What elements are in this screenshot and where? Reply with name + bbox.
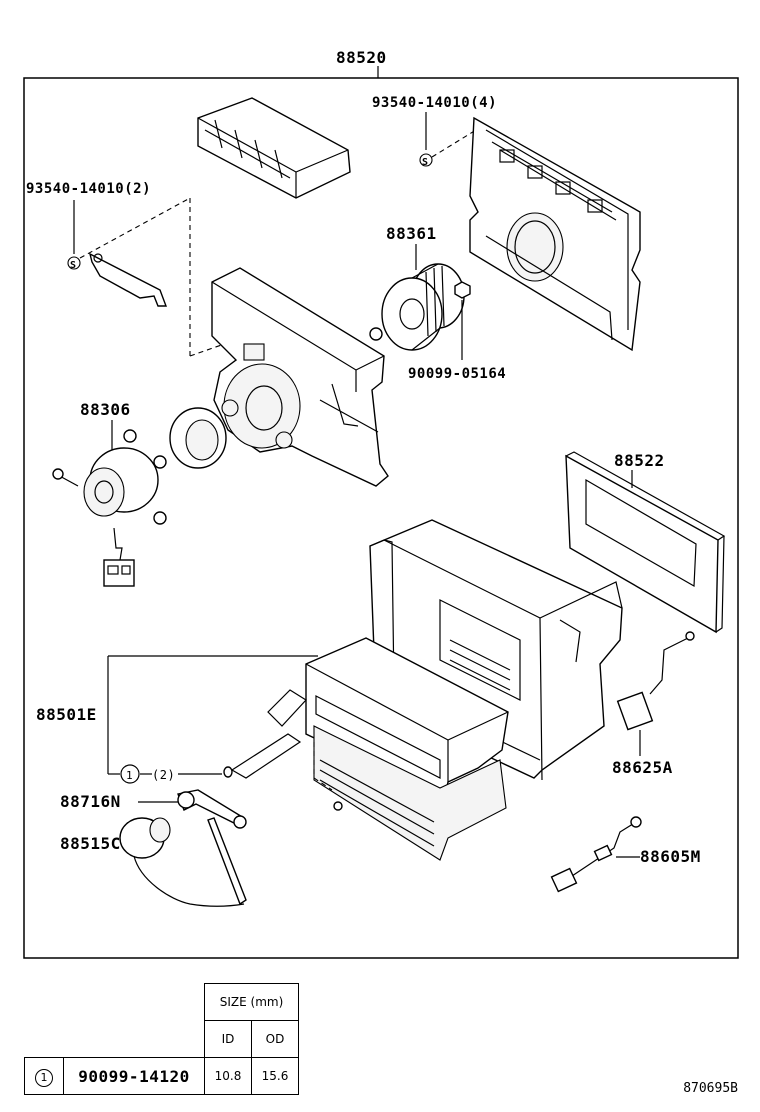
label-88522: 88522 — [614, 451, 665, 470]
assembly-frame — [23, 77, 739, 959]
blower-housing-part — [211, 267, 389, 487]
label-88361: 88361 — [386, 224, 437, 243]
svg-text:1: 1 — [126, 769, 133, 782]
small-bracket-part — [88, 252, 168, 307]
label-88625A: 88625A — [612, 758, 673, 777]
screw-icon — [419, 153, 433, 167]
evaporator-core-part — [230, 637, 509, 861]
label-93540-14010-2: 93540-14010(2) — [26, 181, 151, 197]
label-o-ring-2: (2) — [152, 768, 175, 782]
filter-panel-part — [565, 451, 726, 634]
svg-text:S: S — [422, 157, 429, 168]
label-88716N: 88716N — [60, 792, 121, 811]
row-part-no: 90099-14120 — [63, 1057, 205, 1095]
col-id-header: ID — [204, 1020, 252, 1058]
nut-part — [454, 281, 471, 299]
label-88520: 88520 — [336, 48, 387, 67]
label-88501E: 88501E — [36, 705, 97, 724]
thermistor-switch-part — [119, 817, 247, 907]
col-od-header: OD — [251, 1020, 299, 1058]
screw-icon — [67, 256, 81, 270]
bracket-plate-part — [469, 116, 641, 352]
size-header: SIZE (mm) — [204, 983, 299, 1021]
label-88605M: 88605M — [640, 847, 701, 866]
label-93540-14010-4: 93540-14010(4) — [372, 95, 497, 111]
gasket-ring-part — [169, 407, 227, 469]
label-88306: 88306 — [80, 400, 131, 419]
motor-part — [52, 429, 167, 587]
label-88515C: 88515C — [60, 834, 121, 853]
drawing-number: 870695B — [683, 1081, 738, 1096]
size-table: SIZE (mm) ID OD 1 90099-14120 10.8 15.6 — [24, 983, 299, 1095]
row-symbol: 1 — [24, 1057, 64, 1095]
table-row: 1 90099-14120 10.8 15.6 — [24, 1057, 299, 1095]
row-od-value: 15.6 — [251, 1057, 299, 1095]
tube-part — [177, 789, 247, 829]
connector-part — [616, 631, 695, 731]
fan-part — [381, 263, 465, 351]
row-id-value: 10.8 — [204, 1057, 252, 1095]
label-90099-05164: 90099-05164 — [408, 366, 506, 382]
svg-text:S: S — [70, 260, 77, 271]
wire-harness-part — [550, 816, 642, 893]
blower-cover-part — [197, 97, 351, 199]
